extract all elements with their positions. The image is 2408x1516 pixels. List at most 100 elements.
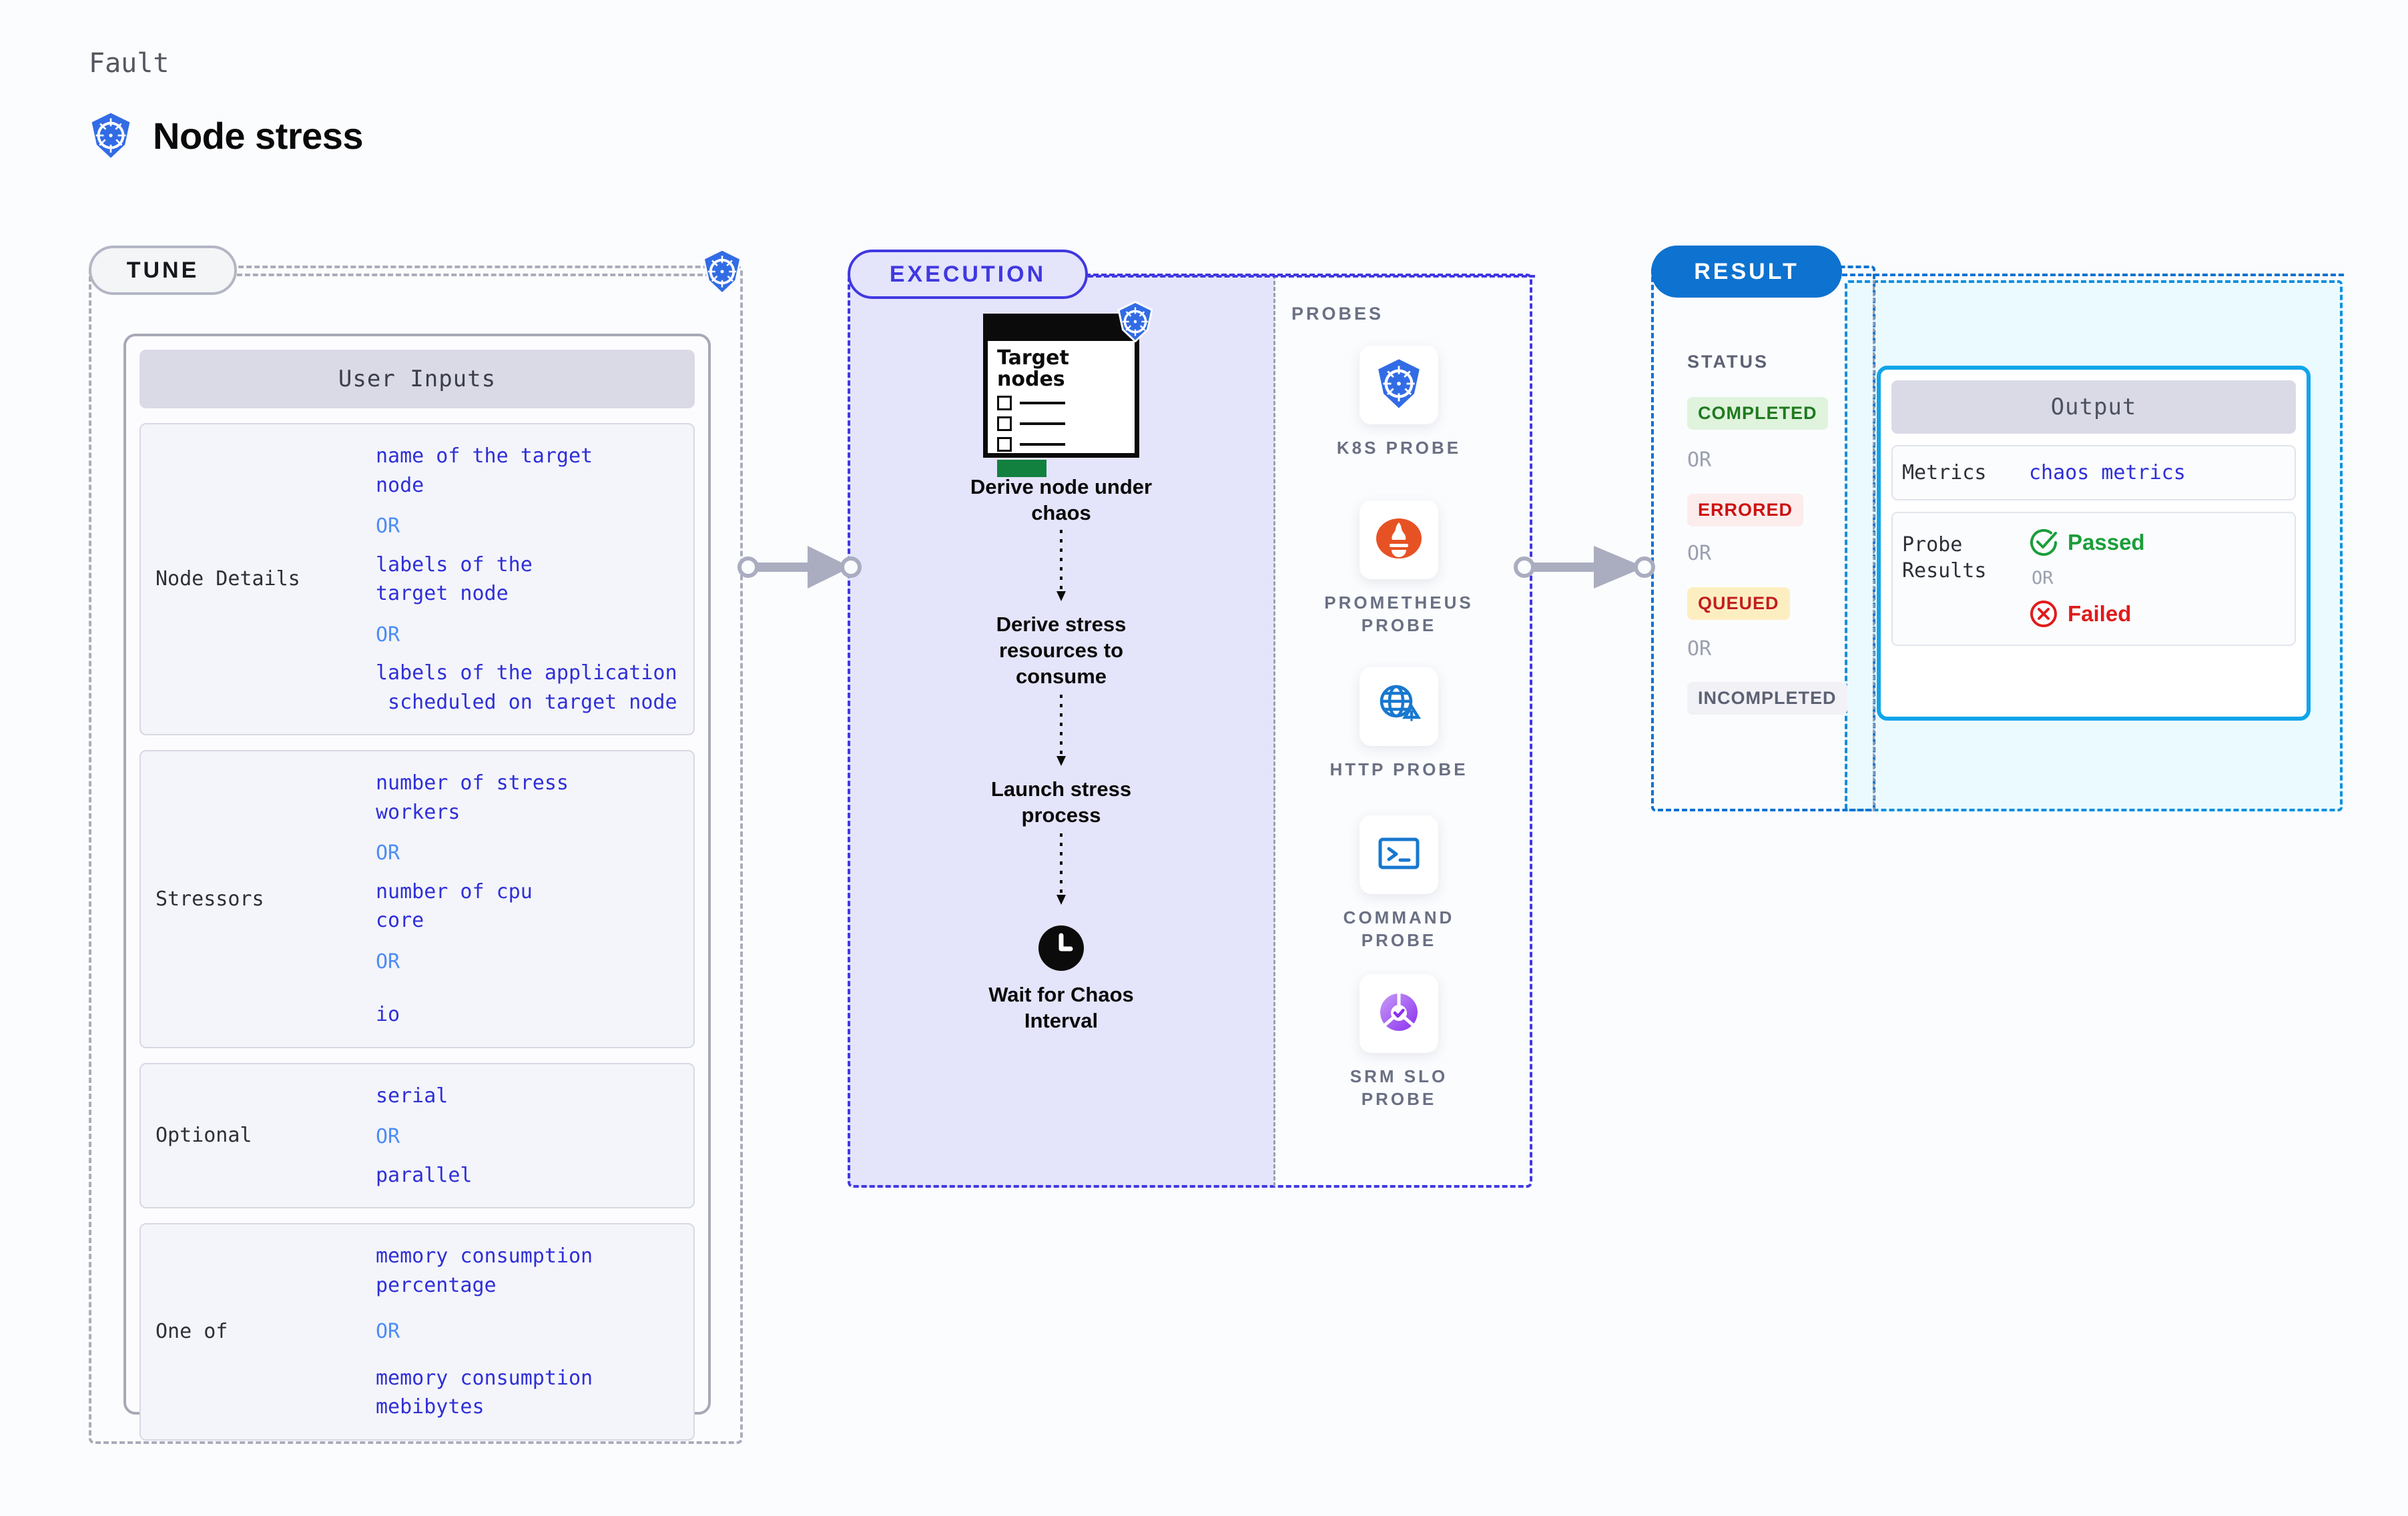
value-item: number of stress workers [376,771,569,824]
execution-pill[interactable]: EXECUTION [848,250,1088,299]
tune-pill[interactable]: TUNE [89,246,237,295]
status-badge-queued[interactable]: QUEUED [1687,587,1790,620]
checkbox-row [988,396,1135,410]
probe-icon-box [1360,346,1438,424]
probe-label: HTTP PROBE [1329,759,1468,779]
tune-region [89,266,743,1444]
exec-step-label: Derive stress resources to consume [996,613,1127,689]
or-separator: OR [376,1320,400,1343]
probe-result-failed-label: Failed [2068,601,2132,626]
probe-label: COMMAND PROBE [1343,907,1455,951]
user-inputs-header: User Inputs [139,350,695,408]
probe-label: PROMETHEUS PROBE [1324,593,1474,636]
probe-srm-slo[interactable]: SRM SLO PROBE [1312,974,1486,1111]
group-values: number of stress workers OR number of cp… [376,769,569,1030]
output-card: Output Metrics chaos metrics Probe Resul… [1877,366,2311,721]
kubernetes-icon [1375,358,1423,412]
check-circle-icon [2030,529,2057,556]
status-badge-completed[interactable]: COMPLETED [1687,397,1828,430]
row-label: Metrics [1902,461,1987,484]
or-separator: OR [376,841,400,865]
output-row-probe-results[interactable]: Probe Results Passed OR Failed [1891,512,2296,646]
probes-title: PROBES [1291,304,1384,324]
checkbox-icon [997,396,1012,410]
checkbox-icon [997,437,1012,452]
value-item: memory consumption mebibytes [376,1366,593,1419]
page-title: Node stress [153,114,364,157]
target-nodes-card: Target nodes [983,300,1153,477]
kubernetes-icon [1116,300,1155,346]
checkbox-icon [997,416,1012,431]
x-circle-icon [2030,601,2057,627]
input-group-optional[interactable]: Optional serial OR parallel [139,1062,695,1208]
execution-flow: Target nodes [848,300,1275,1034]
fault-title-row: Node stress [89,112,364,159]
or-separator: OR [376,950,400,974]
connector-execution-to-result [1514,546,1655,589]
input-group-one-of[interactable]: One of memory consumption percentage OR … [139,1223,695,1441]
line-placeholder [1020,422,1065,425]
result-pill[interactable]: RESULT [1651,246,1842,298]
value-item: memory consumption percentage [376,1244,593,1297]
or-separator: OR [1687,637,1712,661]
input-group-node-details[interactable]: Node Details name of the target node OR … [139,423,695,735]
flow-arrow-icon [1057,833,1066,905]
prometheus-icon [1375,514,1423,566]
probe-prometheus[interactable]: PROMETHEUS PROBE [1312,500,1486,637]
status-badge-errored[interactable]: ERRORED [1687,494,1804,526]
checkbox-row [988,437,1135,452]
progress-bar [997,460,1046,477]
clock-icon [1038,925,1084,972]
group-values: memory consumption percentage OR memory … [376,1242,593,1422]
result-pill-connector [1842,274,2344,276]
checkbox-row [988,416,1135,431]
group-label: Stressors [156,887,264,911]
value-item: number of cpu core [376,879,533,933]
connector-tune-to-execution [737,546,862,589]
probe-command[interactable]: COMMAND PROBE [1312,815,1486,952]
value-item: labels of the target node [376,552,533,606]
or-separator: OR [1687,542,1712,565]
group-label: Optional [156,1124,252,1147]
or-separator: OR [1687,448,1712,472]
row-label: Probe Results [1902,533,1987,583]
value-item: serial [376,1084,448,1108]
probe-icon-box [1360,974,1438,1053]
probe-http[interactable]: HTTP PROBE [1312,667,1486,781]
exec-step-label: Wait for Chaos Interval [988,983,1134,1033]
or-separator: OR [2032,568,2054,589]
group-label: One of [156,1320,228,1343]
tune-card: User Inputs Node Details name of the tar… [123,334,711,1441]
output-row-metrics[interactable]: Metrics chaos metrics [1891,445,2296,500]
or-separator: OR [376,1125,400,1148]
line-placeholder [1020,443,1065,446]
line-placeholder [1020,402,1065,404]
input-group-stressors[interactable]: Stressors number of stress workers OR nu… [139,750,695,1048]
probe-icon-box [1360,500,1438,579]
value-item: name of the target node [376,444,593,497]
or-separator: OR [376,623,400,647]
result-region [1651,266,1875,811]
probe-result-passed: Passed [2029,528,2145,557]
probe-result-failed: Failed [2029,599,2145,629]
probe-icon-box [1360,667,1438,746]
row-value: chaos metrics [2029,461,2186,484]
probe-icon-box [1360,815,1438,894]
value-item: io [376,1003,400,1026]
flow-arrow-icon [1057,695,1066,767]
terminal-icon [1376,833,1422,877]
probe-k8s[interactable]: K8S PROBE [1312,346,1486,459]
probe-label: SRM SLO PROBE [1349,1066,1448,1110]
kubernetes-icon [89,112,133,159]
tune-pill-connector [237,274,711,276]
status-badge-incompleted[interactable]: INCOMPLETED [1687,682,1847,715]
exec-step-label: Launch stress process [990,777,1132,827]
status-title: STATUS [1687,352,1769,372]
probe-result-passed-label: Passed [2068,530,2145,554]
srm-slo-icon [1375,988,1423,1040]
execution-pill-connector [1088,275,1535,278]
probe-label: K8S PROBE [1336,438,1462,458]
kubernetes-icon [701,248,743,298]
value-item: parallel [376,1163,473,1187]
output-header: Output [1891,380,2296,434]
